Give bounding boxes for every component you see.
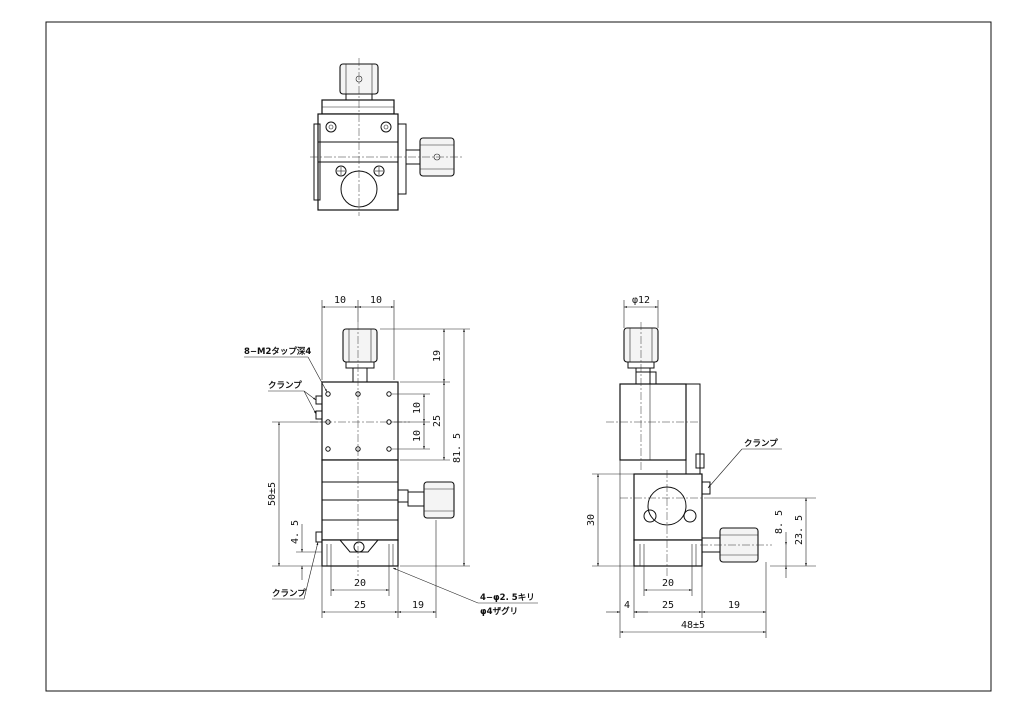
side-view: φ12 30 8. 5 23. 5 20 4 25 19 48±5 ク	[586, 295, 816, 638]
dim-front-h10b: 10	[412, 430, 423, 442]
note-clamp-top: クランプ	[268, 380, 302, 391]
note-hole-line2: φ4ザグリ	[480, 606, 518, 617]
dim-front-h815: 81. 5	[452, 433, 463, 463]
dim-side-w4: 4	[624, 600, 630, 611]
note-tap: 8−M2タップ深4	[244, 346, 311, 357]
dim-front-h45: 4. 5	[290, 520, 301, 544]
dim-front-w25: 25	[354, 600, 366, 611]
dim-front-h50: 50±5	[267, 482, 278, 506]
drawing-frame	[45, 21, 992, 692]
note-clamp-bottom: クランプ	[272, 588, 306, 599]
note-hole-line1: 4−φ2. 5キリ	[480, 593, 535, 603]
dim-front-h25: 25	[432, 415, 443, 427]
side-view-base	[633, 539, 703, 567]
dim-front-w19: 19	[412, 600, 424, 611]
front-view-base	[321, 539, 399, 567]
dim-front-top-right: 10	[370, 295, 382, 306]
front-view-knob	[342, 328, 378, 363]
dim-side-h30: 30	[586, 514, 597, 526]
note-side-clamp: クランプ	[744, 438, 778, 449]
dim-front-h19: 19	[432, 350, 443, 362]
side-view-lower-body	[633, 473, 703, 541]
dim-side-phi12: φ12	[632, 295, 650, 306]
dim-front-top-left: 10	[334, 295, 346, 306]
dim-front-h10a: 10	[412, 402, 423, 414]
dim-side-h235: 23. 5	[794, 515, 805, 545]
dim-side-w48: 48±5	[681, 620, 705, 631]
dim-side-w19: 19	[728, 600, 740, 611]
dim-front-w20: 20	[354, 578, 366, 589]
front-view: 10 10 19 10 10 25 81. 5 50±5 4. 5	[244, 295, 538, 618]
dim-side-w20: 20	[662, 578, 674, 589]
dim-side-w25: 25	[662, 600, 674, 611]
top-view	[310, 58, 462, 216]
dim-side-h85: 8. 5	[774, 510, 785, 534]
front-view-side-knob	[423, 481, 455, 519]
